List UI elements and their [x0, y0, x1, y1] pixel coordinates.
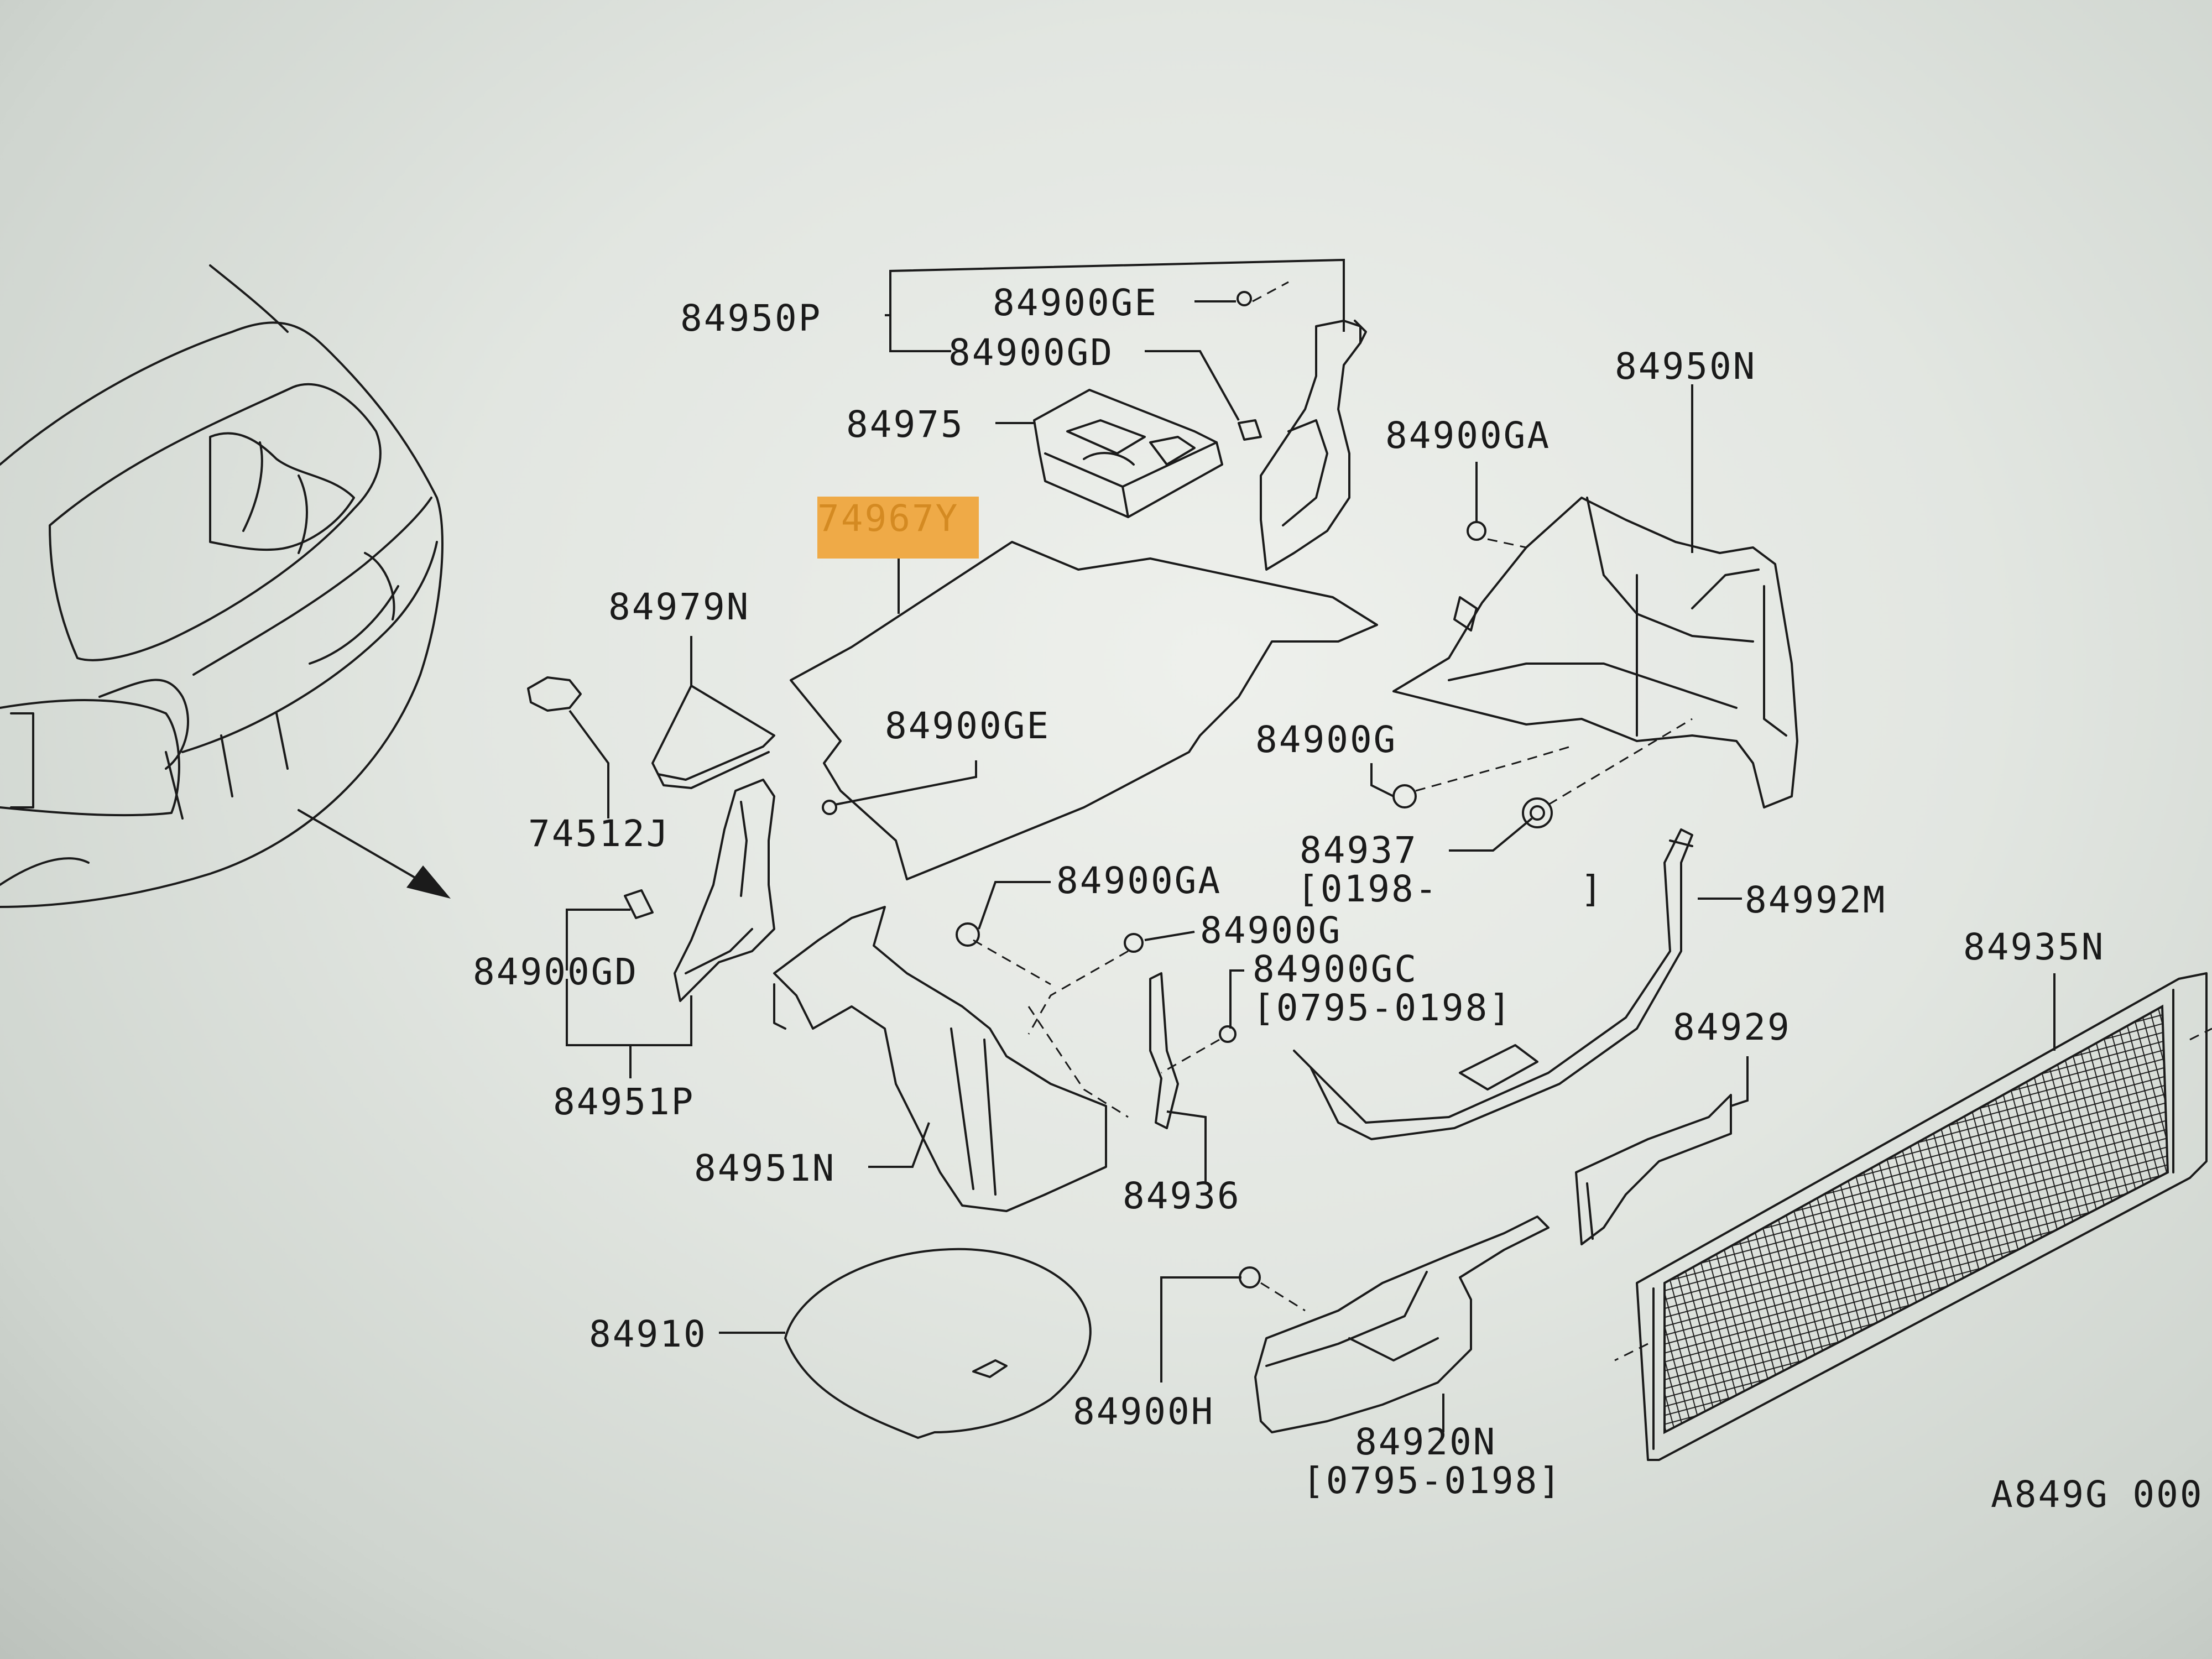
callout-84900G-right[interactable]: 84900G — [1255, 718, 1397, 761]
tool-tray-84975 — [1033, 389, 1223, 518]
callout-84920N[interactable]: 84920N — [1355, 1421, 1496, 1463]
side-trim-84950P — [1260, 320, 1367, 571]
side-trim-84951N — [773, 906, 1107, 1212]
floor-cover-84910 — [784, 1248, 1092, 1439]
rear-sill-84992M — [1293, 828, 1693, 1140]
callout-84979N[interactable]: 84979N — [608, 586, 750, 628]
callout-84951P[interactable]: 84951P — [553, 1081, 695, 1123]
callout-84900G-mid[interactable]: 84900G — [1200, 909, 1342, 952]
cargo-net-84935N — [1636, 972, 2208, 1461]
callout-74512J[interactable]: 74512J — [528, 812, 670, 855]
callout-74967Y-highlighted[interactable]: 74967Y — [817, 497, 959, 540]
callout-84920N-range: [0795-0198] — [1302, 1459, 1562, 1502]
vehicle-overview-drawing — [0, 264, 444, 908]
direction-arrow — [298, 809, 451, 899]
callout-84900GD-top[interactable]: 84900GD — [948, 331, 1114, 374]
leader-lines — [566, 258, 2056, 1432]
callout-84992M[interactable]: 84992M — [1745, 879, 1886, 921]
callout-84951N[interactable]: 84951N — [694, 1147, 836, 1190]
bracket-84929 — [1575, 1094, 1732, 1245]
cover-84979N — [651, 685, 775, 789]
callout-84900GD-left[interactable]: 84900GD — [473, 951, 638, 993]
assembly-lines — [973, 281, 2212, 1361]
callout-84950P[interactable]: 84950P — [680, 297, 822, 340]
callout-84900GC[interactable]: 84900GC — [1253, 948, 1418, 990]
callout-84936[interactable]: 84936 — [1123, 1175, 1241, 1217]
callout-84910[interactable]: 84910 — [589, 1313, 707, 1355]
callout-84900H[interactable]: 84900H — [1073, 1390, 1214, 1433]
callout-84900GA-right[interactable]: 84900GA — [1385, 414, 1551, 457]
callout-labels: 84950P 84900GE 84900GD 84975 84950N 8490… — [473, 281, 2204, 1516]
callout-84900GA-mid[interactable]: 84900GA — [1056, 859, 1222, 902]
callout-84975[interactable]: 84975 — [846, 403, 964, 446]
callout-84937-range: [0198- ] — [1297, 868, 1604, 910]
bracket-84920N — [1254, 1215, 1550, 1433]
callout-84950N[interactable]: 84950N — [1615, 345, 1756, 388]
highlight-box — [817, 497, 979, 559]
side-trim-84950N — [1392, 497, 1798, 808]
callout-84935N[interactable]: 84935N — [1963, 926, 2105, 968]
bracket-84936 — [1149, 972, 1179, 1129]
callout-84929[interactable]: 84929 — [1673, 1006, 1791, 1048]
callout-84900GE-mid[interactable]: 84900GE — [885, 705, 1050, 747]
diagram-code: A849G 000 — [1991, 1473, 2204, 1516]
callout-84900GC-range: [0795-0198] — [1253, 987, 1512, 1029]
pillar-trim-84951P — [674, 779, 775, 1002]
callout-84937[interactable]: 84937 — [1300, 829, 1418, 872]
cap-74512J — [527, 676, 582, 712]
trunk-floor-mat — [790, 541, 1378, 880]
callout-84900GE-top[interactable]: 84900GE — [993, 281, 1158, 324]
